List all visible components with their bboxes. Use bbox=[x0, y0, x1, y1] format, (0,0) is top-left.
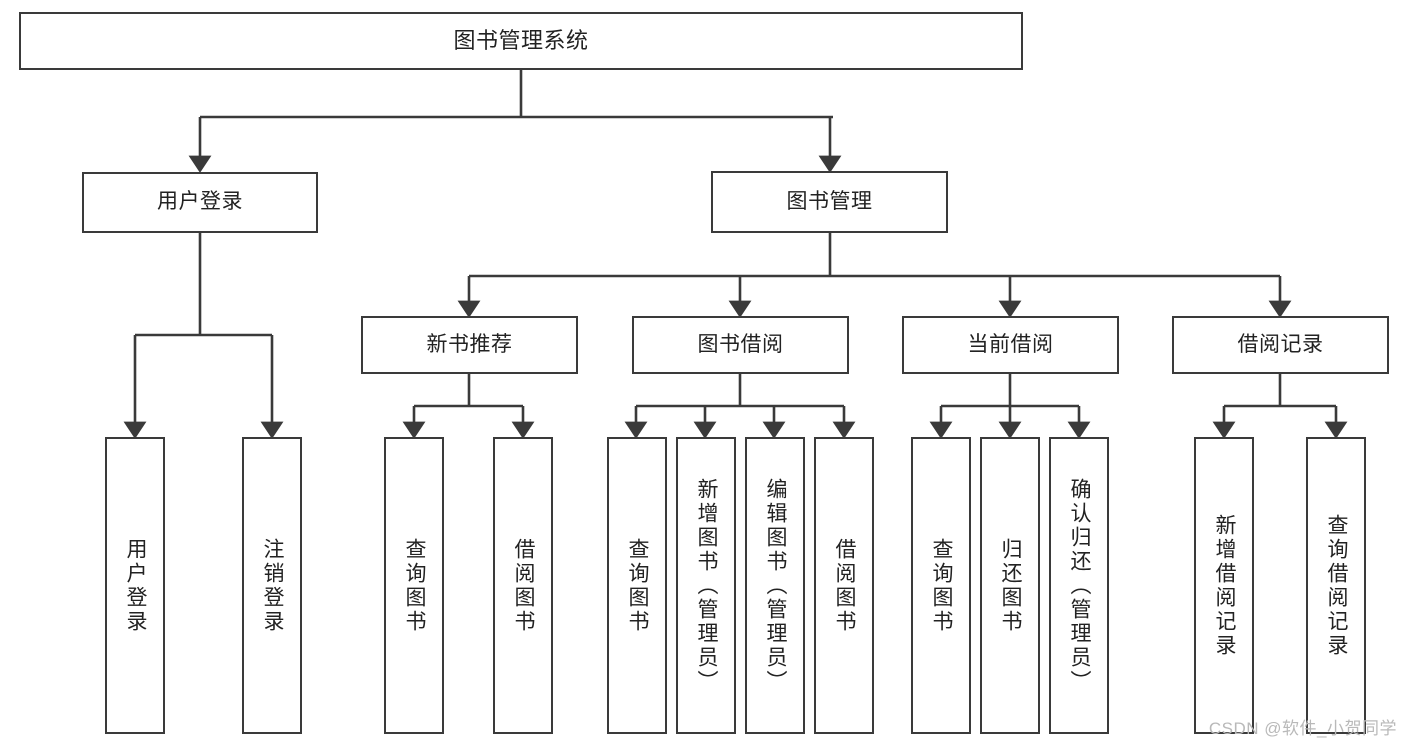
leaf-confirm-return-admin[interactable]: 确认归还（管理员） bbox=[1049, 437, 1109, 734]
node-label: 用户登录 bbox=[157, 190, 243, 214]
node-label: 图书管理 bbox=[786, 189, 873, 213]
node-new-book-recommendation[interactable]: 新书推荐 bbox=[361, 316, 578, 374]
leaf-edit-book-admin[interactable]: 编辑图书（管理员） bbox=[745, 437, 805, 734]
node-current-borrowing[interactable]: 当前借阅 bbox=[902, 316, 1119, 374]
node-label: 编辑图书（管理员） bbox=[764, 477, 788, 694]
node-label: 借阅记录 bbox=[1237, 332, 1324, 356]
leaf-query-book-borrowing[interactable]: 查询图书 bbox=[607, 437, 667, 734]
node-label: 归还图书 bbox=[999, 537, 1023, 634]
node-label: 查询图书 bbox=[403, 537, 427, 634]
node-label: 图书管理系统 bbox=[453, 28, 589, 54]
leaf-query-book-new-recommendation[interactable]: 查询图书 bbox=[384, 437, 444, 734]
node-user-login[interactable]: 用户登录 bbox=[82, 172, 318, 233]
leaf-add-book-admin[interactable]: 新增图书（管理员） bbox=[676, 437, 736, 734]
csdn-watermark: CSDN @软件_小贺同学 bbox=[1208, 719, 1397, 738]
node-label: 借阅图书 bbox=[833, 537, 857, 634]
leaf-logout[interactable]: 注销登录 bbox=[242, 437, 302, 734]
leaf-borrow-book-borrowing[interactable]: 借阅图书 bbox=[814, 437, 874, 734]
node-label: 查询图书 bbox=[930, 537, 954, 634]
node-label: 新书推荐 bbox=[426, 332, 513, 356]
leaf-user-login[interactable]: 用户登录 bbox=[105, 437, 165, 734]
node-label: 查询借阅记录 bbox=[1325, 513, 1349, 658]
leaf-return-book[interactable]: 归还图书 bbox=[980, 437, 1040, 734]
node-label: 当前借阅 bbox=[967, 332, 1054, 356]
node-label: 借阅图书 bbox=[512, 537, 536, 634]
leaf-add-borrowing-record[interactable]: 新增借阅记录 bbox=[1194, 437, 1254, 734]
node-label: 新增借阅记录 bbox=[1213, 513, 1237, 658]
node-label: 用户登录 bbox=[124, 537, 148, 634]
leaf-query-book-current[interactable]: 查询图书 bbox=[911, 437, 971, 734]
node-label: 图书借阅 bbox=[697, 332, 784, 356]
leaf-query-borrowing-record[interactable]: 查询借阅记录 bbox=[1306, 437, 1366, 734]
node-book-management[interactable]: 图书管理 bbox=[711, 171, 948, 233]
node-book-borrowing[interactable]: 图书借阅 bbox=[632, 316, 849, 374]
node-label: 注销登录 bbox=[261, 537, 285, 634]
node-label: 确认归还（管理员） bbox=[1068, 477, 1092, 694]
node-label: 查询图书 bbox=[626, 537, 650, 634]
node-root-book-management-system[interactable]: 图书管理系统 bbox=[19, 12, 1023, 70]
node-borrowing-records[interactable]: 借阅记录 bbox=[1172, 316, 1389, 374]
node-label: 新增图书（管理员） bbox=[695, 477, 719, 694]
leaf-borrow-book-new-recommendation[interactable]: 借阅图书 bbox=[493, 437, 553, 734]
